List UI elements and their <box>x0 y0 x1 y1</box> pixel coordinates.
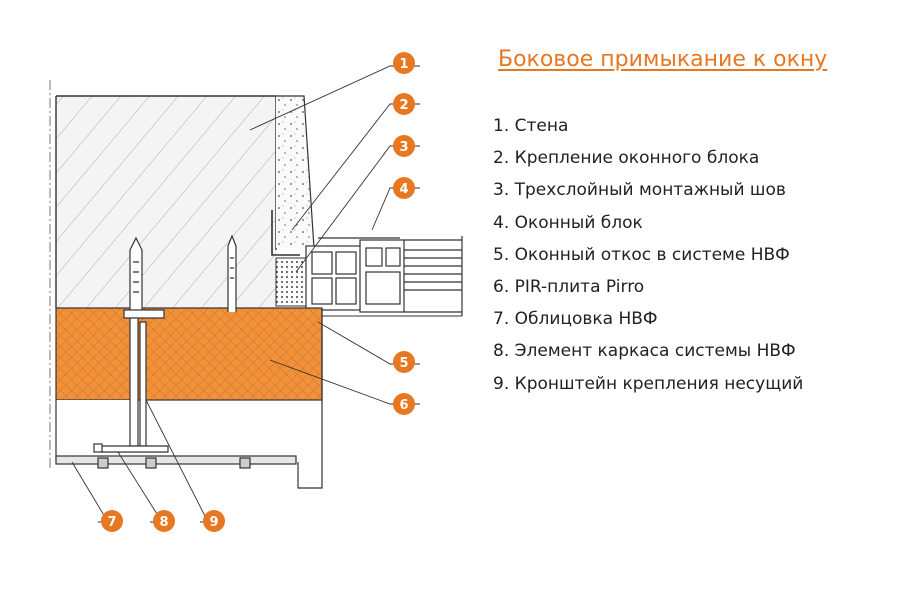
anchors <box>129 234 237 312</box>
callout-3-label: 3 <box>399 140 408 155</box>
pir-insulation-board <box>55 307 323 401</box>
facade-cladding <box>55 455 297 469</box>
legend-item-1: 1. Стена <box>493 116 569 136</box>
diagram-title: Боковое примыкание к окну <box>498 47 828 72</box>
legend-item-2: 2. Крепление оконного блока <box>493 148 760 169</box>
bracket-and-profile <box>93 309 169 453</box>
callout-2-label: 2 <box>399 98 408 113</box>
legend-item-5: 5. Оконный откос в системе НВФ <box>493 244 790 265</box>
legend-item-7: 7. Облицовка НВФ <box>493 309 658 330</box>
callout-6: 6 <box>393 393 415 415</box>
callout-5: 5 <box>393 351 415 373</box>
callout-3: 3 <box>393 135 415 157</box>
callout-8: 8 <box>153 510 175 532</box>
legend-item-3: 3. Трехслойный монтажный шов <box>493 180 786 201</box>
callout-4: 4 <box>393 177 415 199</box>
plaster-layer <box>276 95 315 249</box>
callout-4-label: 4 <box>399 182 408 197</box>
window-fixing <box>271 210 300 256</box>
callout-9: 9 <box>203 510 225 532</box>
callout-1: 1 <box>393 52 415 74</box>
callout-2: 2 <box>393 93 415 115</box>
legend-item-4: 4. Оконный блок <box>493 212 643 233</box>
window-frame <box>305 237 405 313</box>
callout-7: 7 <box>101 510 123 532</box>
reveal-cladding <box>297 308 323 489</box>
callout-7-label: 7 <box>107 515 116 530</box>
legend-list: 1. Стена 2. Крепление оконного блока 3. … <box>493 114 803 404</box>
callout-9-label: 9 <box>209 515 218 530</box>
callout-5-label: 5 <box>399 356 408 371</box>
wall-section <box>55 95 277 308</box>
legend-item-9: 9. Кронштейн крепления несущий <box>493 373 804 394</box>
glazing-unit <box>404 236 463 316</box>
callout-1-label: 1 <box>399 57 408 72</box>
callout-6-label: 6 <box>399 398 408 413</box>
legend-item-8: 8. Элемент каркаса системы НВФ <box>493 341 796 362</box>
callout-8-label: 8 <box>159 515 168 530</box>
legend-item-6: 6. PIR-плита Pirro <box>493 276 645 297</box>
